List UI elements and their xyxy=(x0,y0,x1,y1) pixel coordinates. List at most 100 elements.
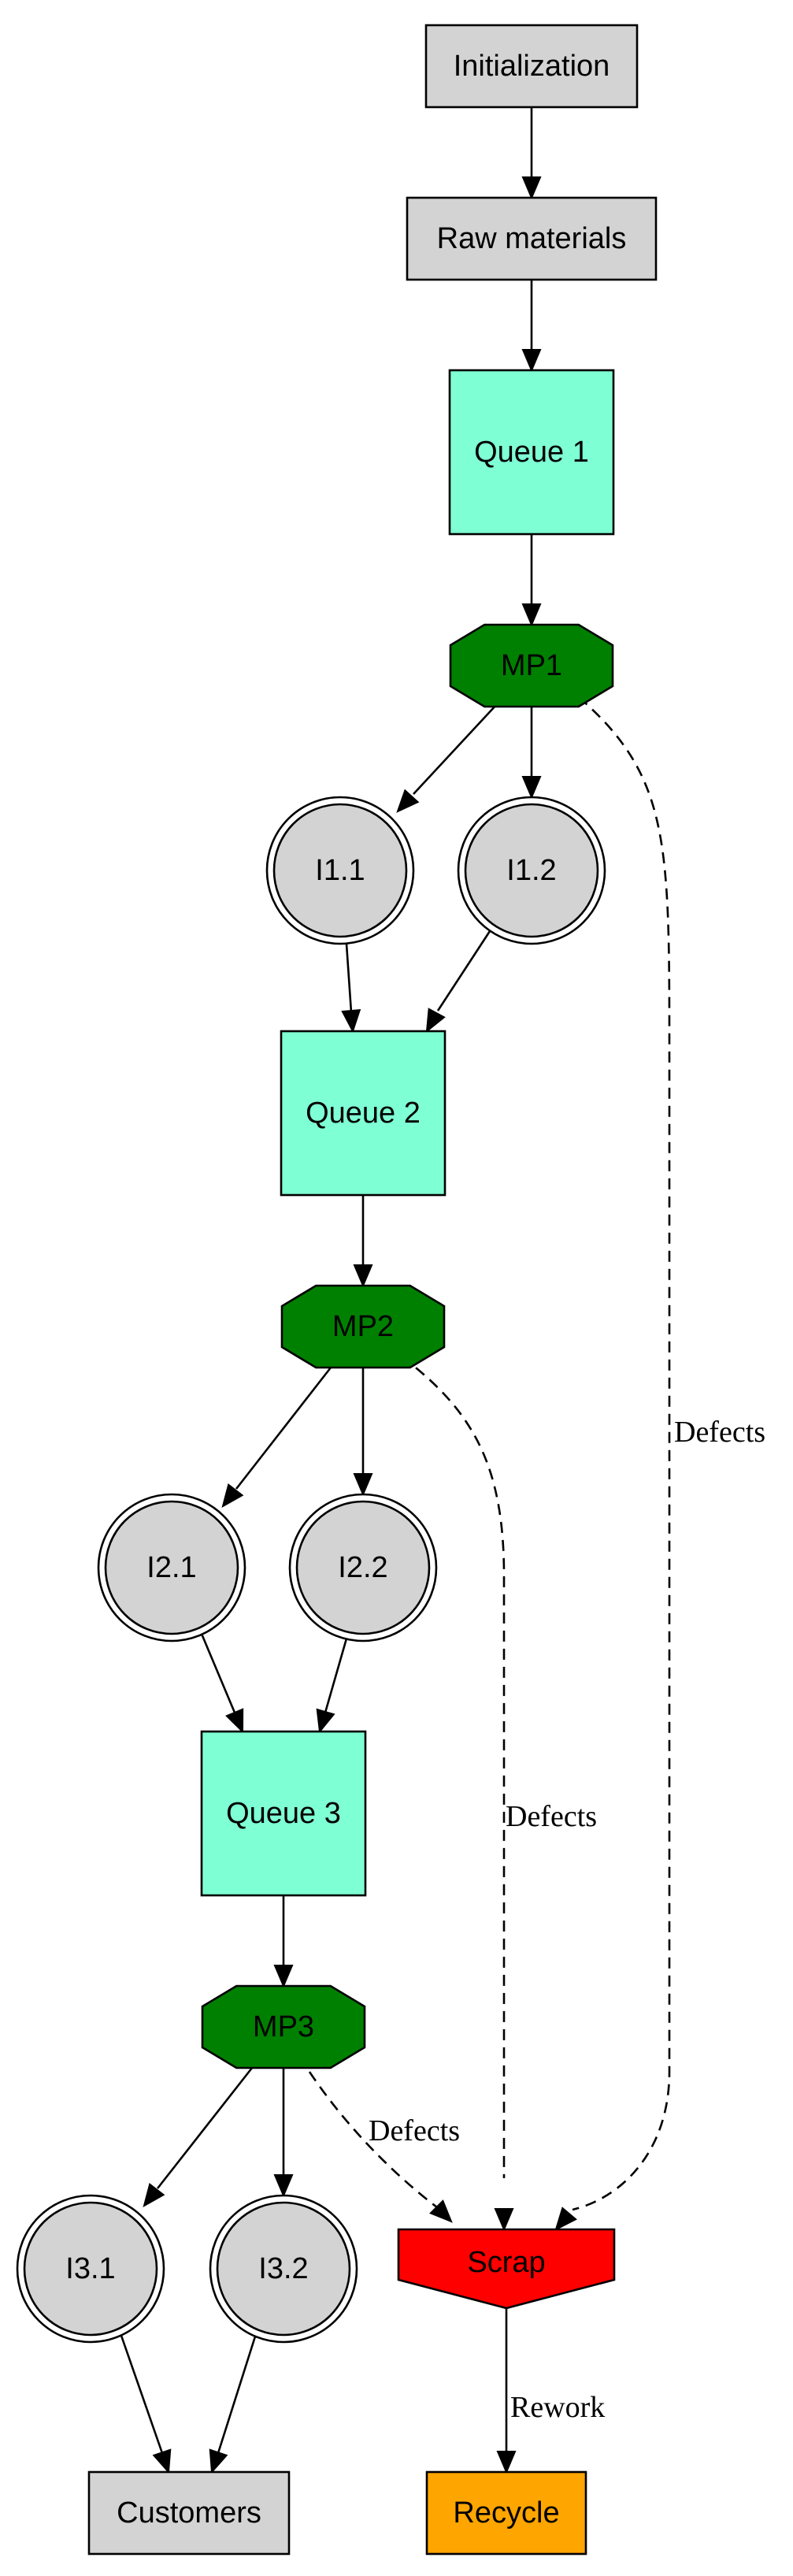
node-i2-2: I2.2 xyxy=(288,1493,438,1642)
edge-i1-1-to-queue2 xyxy=(341,943,361,1034)
node-label: Scrap xyxy=(467,2246,545,2279)
queue-square xyxy=(280,1030,447,1197)
edge-mp2-to-i2-1 xyxy=(221,1367,332,1509)
inner-circle xyxy=(104,1500,239,1635)
node-i1-2: I1.2 xyxy=(457,796,606,945)
node-i3-2: I3.2 xyxy=(209,2194,358,2344)
arrowhead xyxy=(152,2448,172,2474)
node-queue1: Queue 1 xyxy=(448,369,615,536)
edge-queue1-to-mp1 xyxy=(521,534,542,627)
edge-i1-2-to-queue2 xyxy=(425,930,491,1034)
node-label: Queue 2 xyxy=(306,1097,421,1130)
node-queue3: Queue 3 xyxy=(200,1730,367,1897)
node-recycle: Recycle xyxy=(425,2470,587,2556)
inner-circle xyxy=(464,803,599,938)
arrowhead xyxy=(209,2448,228,2474)
edge-mp1-to-i1-2 xyxy=(521,707,542,800)
edge-label-defects: Defects xyxy=(369,2114,460,2147)
node-label: I2.2 xyxy=(338,1551,387,1584)
node-label: I3.2 xyxy=(258,2252,308,2285)
node-i2-1: I2.1 xyxy=(97,1493,246,1642)
edge-i2-1-to-queue3 xyxy=(200,1633,244,1734)
edge-mp3-to-i3-1 xyxy=(143,2067,254,2208)
arrowhead xyxy=(425,1008,446,1034)
arrowhead xyxy=(273,2174,294,2198)
edge-label-defects: Defects xyxy=(674,1416,765,1449)
edge-raw-materials-to-queue1 xyxy=(521,280,542,373)
queue-square xyxy=(200,1730,367,1897)
machine-octagon xyxy=(201,1984,366,2069)
arrowhead xyxy=(225,1708,244,1734)
edge-mp1-to-i1-1 xyxy=(396,704,497,813)
node-scrap: Scrap xyxy=(397,2228,616,2310)
edge-line xyxy=(156,2067,254,2189)
machine-octagon xyxy=(280,1284,446,1369)
edge-line xyxy=(217,2336,257,2454)
node-label: I3.1 xyxy=(65,2252,115,2285)
edge-line xyxy=(308,2071,438,2209)
box-shape xyxy=(87,2470,291,2556)
box-shape xyxy=(406,196,658,281)
inner-circle xyxy=(272,803,408,938)
node-label: MP3 xyxy=(253,2010,314,2043)
edge-mp3-to-i3-2 xyxy=(273,2068,294,2198)
node-label: I1.1 xyxy=(315,854,365,887)
arrowhead xyxy=(316,1708,335,1734)
arrowhead xyxy=(521,776,542,800)
edge-i3-2-to-customers xyxy=(209,2336,257,2474)
node-label: Recycle xyxy=(453,2496,559,2530)
arrowhead xyxy=(494,2208,514,2232)
scrap-invhouse xyxy=(397,2228,616,2310)
arrowhead xyxy=(521,176,542,200)
node-i3-1: I3.1 xyxy=(16,2194,165,2344)
edge-queue2-to-mp2 xyxy=(353,1195,373,1288)
edge-line xyxy=(436,930,491,1011)
node-initialization: Initialization xyxy=(424,24,639,109)
arrowhead xyxy=(221,1483,244,1509)
node-queue2: Queue 2 xyxy=(280,1030,447,1197)
machine-octagon xyxy=(449,623,614,708)
inner-circle xyxy=(295,1500,431,1635)
arrowhead xyxy=(521,603,542,627)
edge-line xyxy=(200,1633,236,1713)
node-label: Raw materials xyxy=(437,222,627,255)
edge-label-rework: Rework xyxy=(510,2391,605,2424)
edge-i3-1-to-customers xyxy=(119,2333,172,2474)
arrowhead xyxy=(353,1473,373,1497)
edge-scrap-to-recycle xyxy=(496,2308,517,2474)
edge-line xyxy=(324,1638,348,1713)
queue-square xyxy=(448,369,615,536)
arrowhead xyxy=(521,349,542,373)
arrowhead xyxy=(554,2207,577,2231)
edge-mp2-to-scrap xyxy=(401,1355,514,2232)
node-mp3: MP3 xyxy=(201,1984,366,2069)
node-raw-materials: Raw materials xyxy=(406,196,658,281)
node-label: Queue 1 xyxy=(474,436,589,469)
node-label: MP1 xyxy=(501,649,562,682)
edge-line xyxy=(572,696,671,2211)
arrowhead xyxy=(353,1264,373,1288)
edge-i2-2-to-queue3 xyxy=(316,1638,348,1734)
edge-line xyxy=(413,704,497,795)
edge-queue3-to-mp3 xyxy=(273,1895,294,1988)
inner-circle xyxy=(216,2201,351,2337)
node-label: I2.1 xyxy=(146,1551,196,1584)
arrowhead xyxy=(429,2199,453,2223)
arrowhead xyxy=(341,1009,361,1034)
arrowhead xyxy=(496,2451,517,2474)
inner-circle xyxy=(23,2201,158,2337)
node-label: Queue 3 xyxy=(226,1797,341,1830)
edges-layer xyxy=(119,107,671,2474)
node-label: Customers xyxy=(117,2496,261,2530)
edge-mp1-to-scrap xyxy=(554,696,671,2231)
node-label: I1.2 xyxy=(506,854,556,887)
node-customers: Customers xyxy=(87,2470,291,2556)
box-shape xyxy=(425,2470,587,2556)
arrowhead xyxy=(273,1965,294,1988)
arrowhead xyxy=(143,2182,165,2208)
edge-mp2-to-i2-2 xyxy=(353,1368,373,1497)
node-label: MP2 xyxy=(332,1310,394,1343)
